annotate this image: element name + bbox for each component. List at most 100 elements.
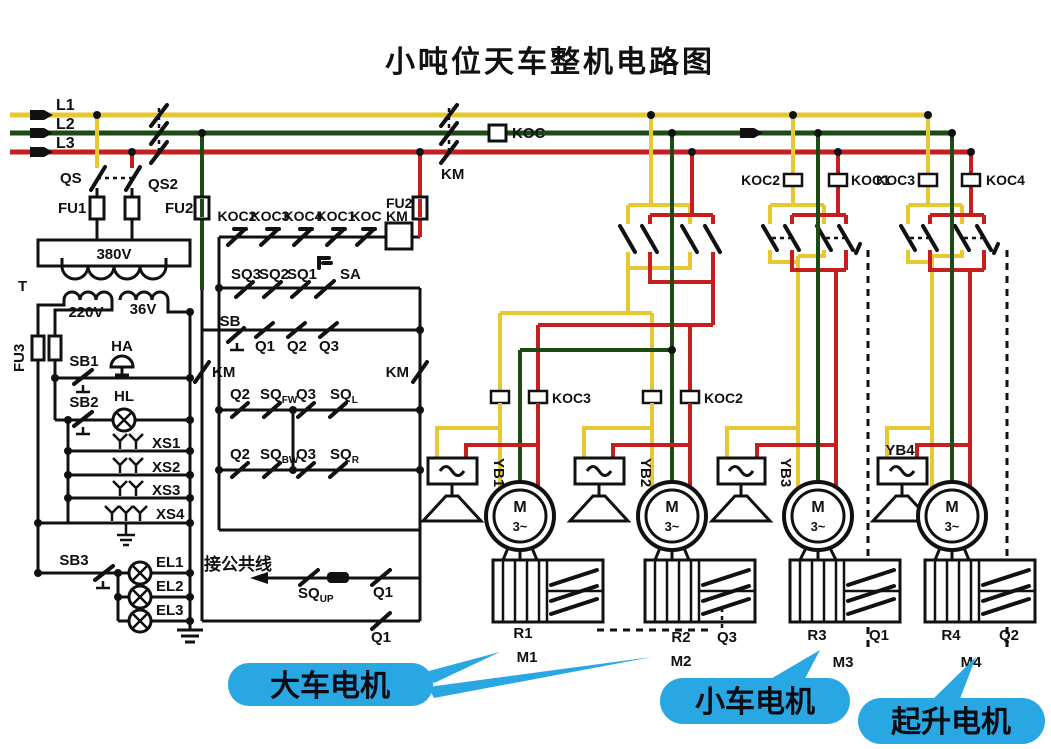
- km-coil: [384, 221, 414, 251]
- brake-yb3: YB3: [708, 456, 794, 523]
- label-common-line: 接公共线: [204, 554, 272, 574]
- label-koc4-top: KOC4: [986, 172, 1025, 188]
- label-bw-q3: Q3: [296, 446, 316, 463]
- brake-yb2: YB2: [566, 456, 654, 523]
- brake-yb4: YB4: [869, 442, 935, 523]
- label-m1: M1: [517, 649, 538, 666]
- motor-phase-label: 3~: [945, 519, 960, 534]
- label-yb3: YB3: [777, 458, 794, 487]
- koc-nc-contacts: [226, 227, 377, 247]
- label-380v: 380V: [96, 246, 131, 263]
- resistor-bank-r4: R4 Q2: [923, 558, 1037, 644]
- label-l3: L3: [56, 135, 75, 152]
- label-sb: SB: [220, 313, 241, 330]
- arrow-left-icon: [250, 572, 268, 584]
- sa-handle-icon: [317, 256, 333, 270]
- resistor-bank-r1: R1: [491, 558, 605, 642]
- label-sa: SA: [340, 266, 361, 283]
- lamp-el1-icon: [127, 560, 153, 586]
- resistor-bank-r2: R2 Q3: [597, 558, 757, 646]
- feeder-branch-4: KOC3 KOC4: [876, 115, 1025, 497]
- transformer-t: 380V T 220V 36V: [18, 238, 192, 336]
- sensor-koc4-top: [960, 172, 982, 188]
- cable-icon: [327, 572, 349, 583]
- label-q3-row: Q3: [319, 338, 339, 355]
- junction-dots: [34, 111, 975, 625]
- label-bw-q2: Q2: [230, 446, 250, 463]
- label-r2: R2: [671, 629, 690, 646]
- fuse-fu1-a: [88, 195, 106, 221]
- lamp-el3-icon: [127, 608, 153, 634]
- label-yb2: YB2: [637, 458, 654, 487]
- label-l1: L1: [56, 97, 75, 114]
- label-m3: M3: [833, 654, 854, 671]
- feeder-branch-3: KOC2 KOC1: [725, 115, 890, 497]
- fuse-fu3-b: [47, 334, 63, 362]
- label-ha: HA: [111, 338, 133, 355]
- label-hl: HL: [114, 388, 134, 405]
- motor-m-label: M: [665, 499, 678, 516]
- label-r4: R4: [941, 627, 961, 644]
- label-fu2-main: FU2: [165, 200, 193, 217]
- label-el2: EL2: [156, 578, 184, 595]
- motor-phase-label: 3~: [811, 519, 826, 534]
- label-koc3-top: KOC3: [876, 172, 915, 188]
- callout-tail-m4: [930, 657, 976, 704]
- control-ladder: KOC2 KOC3 KOC4 KOC1 KOC FU2 KM SQ3 SQ2 S…: [193, 152, 429, 646]
- socket-xs4-icon: [104, 505, 148, 547]
- socket-xs2-icon: [112, 457, 144, 473]
- label-q2-row: Q2: [287, 338, 307, 355]
- l3-connector-icon: [30, 147, 53, 157]
- label-el1: EL1: [156, 554, 184, 571]
- l2-connector-icon: [30, 128, 53, 138]
- label-q1-row: Q1: [255, 338, 275, 355]
- label-koc2-mid: KOC2: [704, 390, 743, 406]
- label-qs: QS: [60, 170, 82, 187]
- lamp-el2-icon: [127, 584, 153, 610]
- label-fu2-ctl: FU2: [386, 195, 413, 211]
- page-title: 小吨位天车整机电路图: [385, 45, 715, 79]
- switch-km-main: KM: [439, 103, 464, 183]
- label-fu3: FU3: [11, 344, 28, 372]
- resistor-bank-r3: R3 Q1: [788, 558, 902, 644]
- label-36v: 36V: [130, 301, 157, 318]
- label-qs2: QS2: [148, 176, 178, 193]
- label-t: T: [18, 278, 27, 295]
- callout-hoist: 起升电机: [858, 657, 1045, 744]
- label-sb2: SB2: [69, 394, 98, 411]
- motor-m-label: M: [945, 499, 958, 516]
- label-xs1: XS1: [152, 435, 180, 452]
- transformer-incomer: QS FU1: [58, 115, 142, 241]
- sensor-koc1-top: [827, 172, 849, 188]
- label-koc2-ctl: KOC2: [218, 208, 257, 224]
- aux-circuit: FU3 SB1 HA SB2 HL: [11, 312, 203, 644]
- label-yb4: YB4: [885, 442, 915, 459]
- label-fu1: FU1: [58, 200, 86, 217]
- callout-tail-m1: [425, 652, 500, 683]
- bell-ha-icon: [109, 354, 135, 369]
- rectifier-wave-icon: [727, 465, 755, 477]
- label-220v: 220V: [68, 304, 103, 321]
- label-l2: L2: [56, 116, 75, 133]
- label-koc3-mid: KOC3: [552, 390, 591, 406]
- label-sq-r: SQR: [330, 446, 360, 466]
- ground-el-icon: [177, 621, 203, 644]
- label-sq-up: SQUP: [298, 585, 334, 605]
- label-sq-fw: SQFW: [260, 386, 298, 406]
- sensor-koc2-top: [782, 172, 804, 188]
- switch-qs2: QS2: [148, 103, 178, 193]
- motor-m-label: M: [513, 499, 526, 516]
- label-el3: EL3: [156, 602, 184, 619]
- sensor-koc3-top: [917, 172, 939, 188]
- motor-m4: M 3~: [916, 480, 988, 561]
- label-fw-q2: Q2: [230, 386, 250, 403]
- l2-mid-connector-icon: [740, 128, 763, 138]
- label-km-main: KM: [441, 166, 464, 183]
- fuse-fu1-b: [123, 195, 141, 221]
- label-r1: R1: [513, 625, 532, 642]
- sensor-koc3-mid-a: [489, 389, 511, 405]
- brake-yb1: YB1: [419, 456, 507, 523]
- sensor-koc2-mid-b: [679, 389, 701, 405]
